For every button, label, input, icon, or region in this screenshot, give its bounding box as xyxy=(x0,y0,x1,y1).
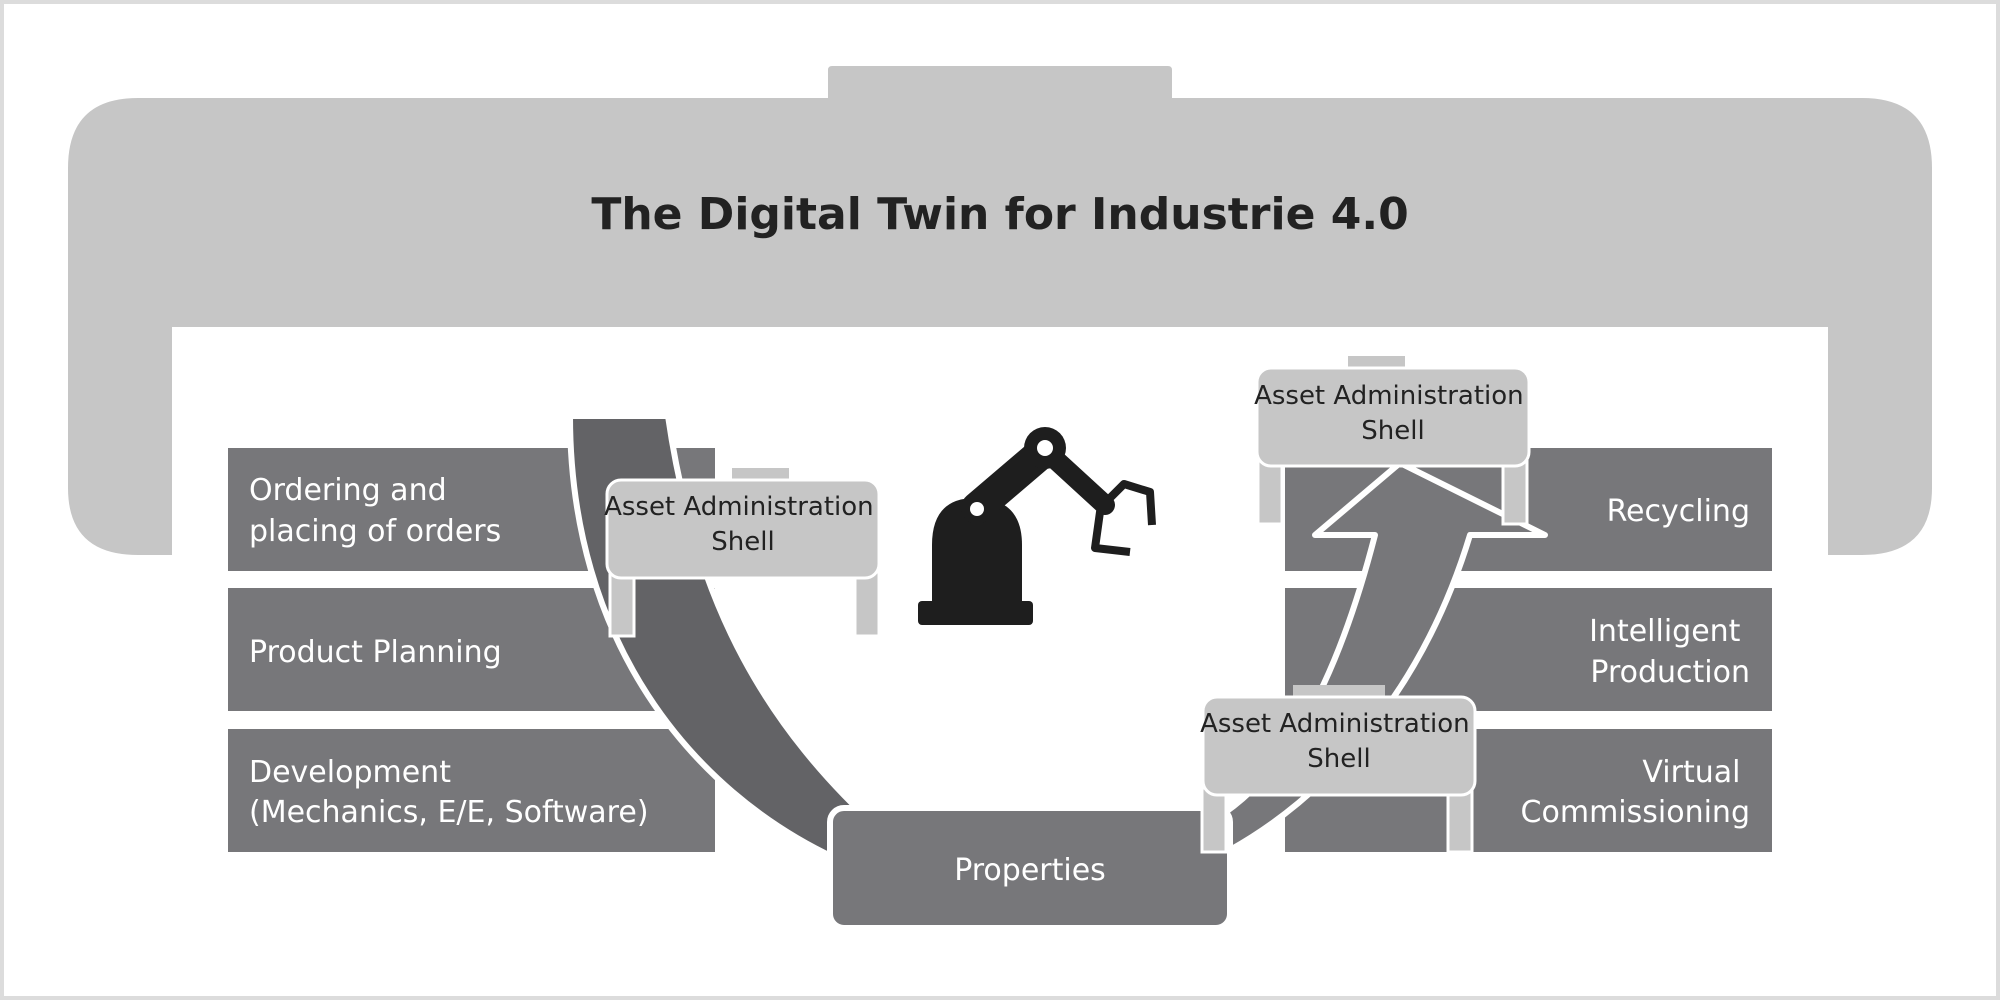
title-frame xyxy=(68,66,1932,555)
phase-recycling-label: Recycling xyxy=(1607,494,1750,529)
phase-intelligent-production-label: Intelligent Production xyxy=(1589,614,1750,690)
phase-ordering-line-2: placing of orders xyxy=(249,514,501,549)
phase-intelligent-production-line-1: Intelligent xyxy=(1589,614,1741,649)
diagram-title: The Digital Twin for Industrie 4.0 xyxy=(591,189,1408,240)
phase-virtual-commissioning-line-1: Virtual xyxy=(1642,755,1740,790)
phase-virtual-commissioning-label: Virtual Commissioning xyxy=(1521,755,1750,830)
phase-development-label: Development (Mechanics, E/E, Software) xyxy=(249,755,649,830)
phase-virtual-commissioning-line-2: Commissioning xyxy=(1521,795,1750,830)
asset-shell-3: Asset Administration Shell xyxy=(1200,685,1478,854)
phase-development-line-1: Development xyxy=(249,755,451,790)
asset-shell-2: Asset Administration Shell xyxy=(1254,356,1532,526)
asset-shell-3-line-2: Shell xyxy=(1307,744,1370,774)
phase-development-line-2: (Mechanics, E/E, Software) xyxy=(249,795,649,830)
robot-arm-icon xyxy=(918,427,1156,625)
phase-box-development xyxy=(228,729,715,852)
phase-intelligent-production-line-2: Production xyxy=(1590,655,1750,690)
asset-shell-1-line-1: Asset Administration xyxy=(604,492,874,522)
properties-box xyxy=(827,805,1233,931)
asset-shell-2-line-2: Shell xyxy=(1361,416,1424,446)
phase-product-planning-label: Product Planning xyxy=(249,635,502,670)
asset-shell-3-label: Asset Administration Shell xyxy=(1200,709,1478,774)
asset-shell-1-line-2: Shell xyxy=(711,527,774,557)
phase-ordering-line-1: Ordering and xyxy=(249,473,447,508)
asset-shell-2-line-1: Asset Administration xyxy=(1254,381,1524,411)
asset-shell-3-line-1: Asset Administration xyxy=(1200,709,1470,739)
asset-shell-1: Asset Administration Shell xyxy=(604,468,882,638)
asset-shell-2-label: Asset Administration Shell xyxy=(1254,381,1532,446)
asset-shell-1-label: Asset Administration Shell xyxy=(604,492,882,557)
properties-label: Properties xyxy=(954,853,1106,888)
phase-ordering-label: Ordering and placing of orders xyxy=(249,473,501,549)
